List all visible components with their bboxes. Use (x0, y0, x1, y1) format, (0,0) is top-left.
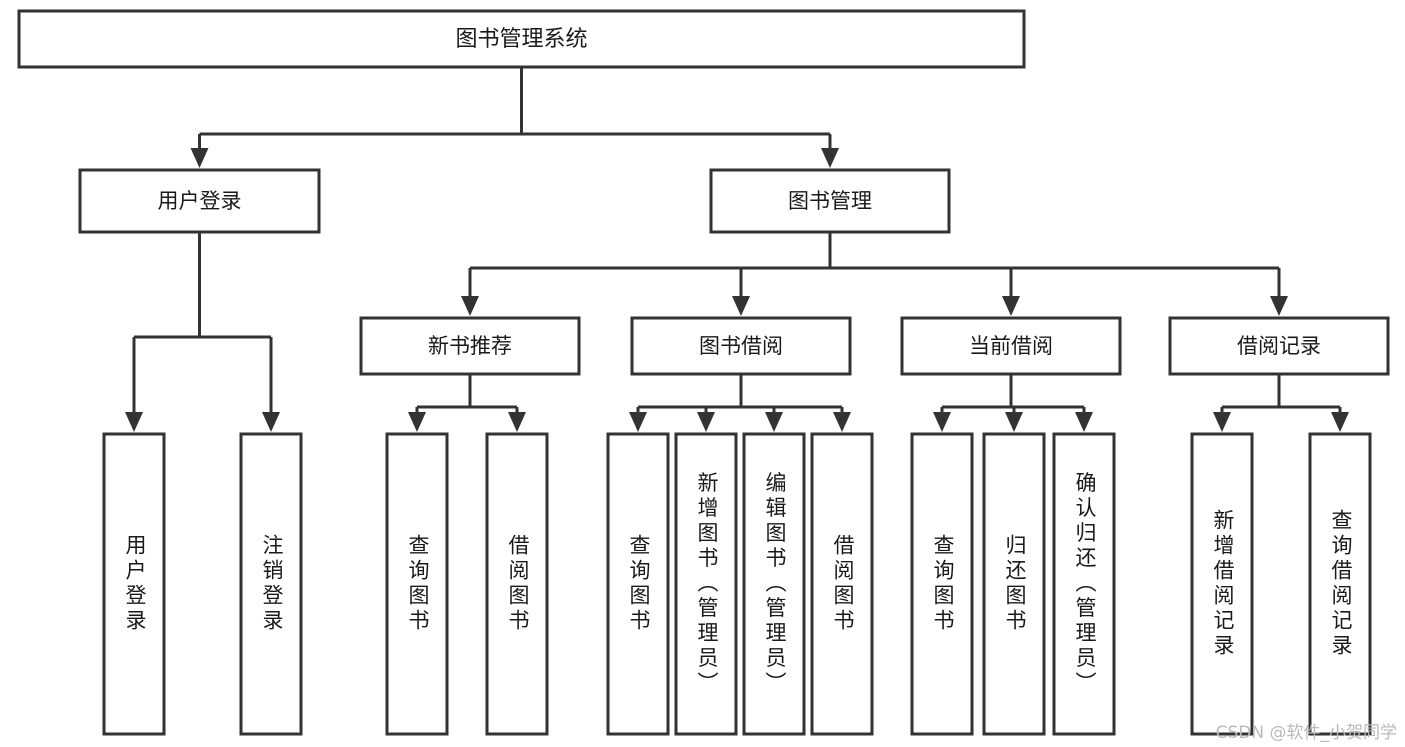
node-label-leaf-borrow-book-2: 借阅图书 (831, 534, 855, 634)
node-label-current-borrow: 当前借阅 (969, 334, 1053, 358)
bookmanage-branch-1-arrowhead (732, 296, 750, 316)
node-leaf-query-record[interactable]: 查询借阅记录 (1308, 432, 1372, 736)
node-leaf-edit-book[interactable]: 编辑图书（管理员） (742, 432, 806, 736)
node-box-leaf-query-book-1 (385, 432, 449, 736)
node-box-leaf-query-book-3 (910, 432, 974, 736)
new-book-recommend-branch-1-arrowhead (508, 412, 526, 432)
node-box-leaf-add-record (1190, 432, 1254, 736)
node-leaf-confirm-return[interactable]: 确认归还（管理员） (1052, 432, 1116, 736)
node-user-login[interactable]: 用户登录 (78, 168, 321, 234)
node-box-leaf-query-book-2 (606, 432, 670, 736)
node-box-user-login (78, 168, 321, 234)
bookmanage-branch-3-arrowhead (1270, 296, 1288, 316)
node-box-leaf-user-logout (239, 432, 303, 736)
node-label-leaf-query-book-2: 查询图书 (627, 534, 651, 634)
node-leaf-borrow-book-1[interactable]: 借阅图书 (485, 432, 549, 736)
node-borrow-record[interactable]: 借阅记录 (1168, 316, 1390, 376)
node-box-book-borrow (630, 316, 852, 376)
node-leaf-query-book-2[interactable]: 查询图书 (606, 432, 670, 736)
node-label-leaf-confirm-return: 确认归还（管理员） (1073, 472, 1097, 697)
node-new-book-recommend[interactable]: 新书推荐 (359, 316, 581, 376)
node-label-root: 图书管理系统 (455, 27, 587, 52)
node-label-leaf-query-record: 查询借阅记录 (1329, 509, 1353, 659)
node-book-borrow[interactable]: 图书借阅 (630, 316, 852, 376)
node-leaf-borrow-book-2[interactable]: 借阅图书 (810, 432, 874, 736)
node-leaf-query-book-1[interactable]: 查询图书 (385, 432, 449, 736)
current-borrow-branch-2-arrowhead (1075, 412, 1093, 432)
node-book-manage[interactable]: 图书管理 (709, 168, 951, 234)
node-label-user-login: 用户登录 (158, 189, 242, 213)
root-branch-0-arrowhead (190, 148, 209, 168)
node-leaf-user-login[interactable]: 用户登录 (102, 432, 166, 736)
bookmanage-branch-0-arrowhead (461, 296, 479, 316)
node-box-root (17, 9, 1026, 69)
node-root[interactable]: 图书管理系统 (17, 9, 1026, 69)
book-borrow-branch-3-arrowhead (833, 412, 851, 432)
node-label-book-manage: 图书管理 (788, 189, 872, 213)
node-label-leaf-query-book-3: 查询图书 (931, 534, 955, 634)
node-leaf-query-book-3[interactable]: 查询图书 (910, 432, 974, 736)
node-label-leaf-borrow-book-1: 借阅图书 (506, 534, 530, 634)
borrow-record-branch-1-arrowhead (1331, 412, 1349, 432)
node-box-current-borrow (900, 316, 1122, 376)
node-label-new-book-recommend: 新书推荐 (428, 334, 512, 358)
userlogin-branch-1-arrowhead (262, 412, 280, 432)
node-leaf-add-book[interactable]: 新增图书（管理员） (674, 432, 738, 736)
node-current-borrow[interactable]: 当前借阅 (900, 316, 1122, 376)
node-leaf-add-record[interactable]: 新增借阅记录 (1190, 432, 1254, 736)
edges-layer (125, 67, 1349, 432)
borrow-record-branch-0-arrowhead (1213, 412, 1231, 432)
node-label-leaf-add-record: 新增借阅记录 (1211, 509, 1235, 659)
node-box-borrow-record (1168, 316, 1390, 376)
node-box-leaf-user-login (102, 432, 166, 736)
bookmanage-branch-2-arrowhead (1002, 296, 1020, 316)
userlogin-branch-0-arrowhead (125, 412, 143, 432)
book-borrow-branch-1-arrowhead (697, 412, 715, 432)
root-branch-1-arrowhead (821, 148, 839, 168)
node-box-leaf-query-record (1308, 432, 1372, 736)
node-box-new-book-recommend (359, 316, 581, 376)
node-box-leaf-add-book (674, 432, 738, 736)
node-box-leaf-confirm-return (1052, 432, 1116, 736)
nodes-layer: 图书管理系统用户登录用户登录注销登录图书管理新书推荐查询图书借阅图书图书借阅查询… (17, 9, 1390, 736)
node-label-leaf-add-book: 新增图书（管理员） (695, 472, 719, 697)
node-leaf-user-logout[interactable]: 注销登录 (239, 432, 303, 736)
node-leaf-return-book[interactable]: 归还图书 (982, 432, 1046, 736)
new-book-recommend-branch-0-arrowhead (408, 412, 426, 432)
book-borrow-branch-0-arrowhead (629, 412, 647, 432)
book-borrow-branch-2-arrowhead (765, 412, 783, 432)
current-borrow-branch-0-arrowhead (933, 412, 951, 432)
node-label-book-borrow: 图书借阅 (699, 334, 783, 358)
node-label-leaf-query-book-1: 查询图书 (406, 534, 430, 634)
node-label-borrow-record: 借阅记录 (1237, 334, 1321, 358)
node-box-leaf-edit-book (742, 432, 806, 736)
node-box-leaf-borrow-book-2 (810, 432, 874, 736)
current-borrow-branch-1-arrowhead (1005, 412, 1023, 432)
node-label-leaf-edit-book: 编辑图书（管理员） (763, 472, 787, 697)
node-label-leaf-user-login: 用户登录 (123, 534, 147, 634)
node-box-leaf-return-book (982, 432, 1046, 736)
node-label-leaf-user-logout: 注销登录 (260, 534, 284, 634)
node-box-leaf-borrow-book-1 (485, 432, 549, 736)
node-label-leaf-return-book: 归还图书 (1003, 534, 1027, 634)
node-box-book-manage (709, 168, 951, 234)
